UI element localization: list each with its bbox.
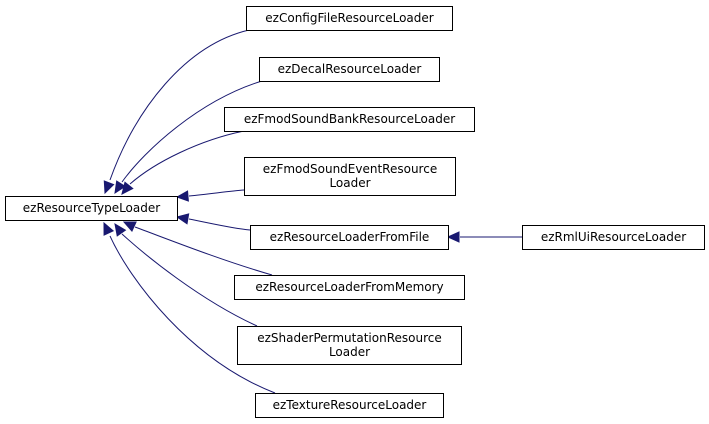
class-name-label: ezFmodSoundBankResourceLoader: [244, 112, 455, 126]
class-box: [255, 393, 444, 418]
class-node-fromfile[interactable]: ezResourceLoaderFromFile: [250, 225, 449, 250]
class-node-rmlui[interactable]: ezRmlUiResourceLoader: [522, 225, 705, 250]
inheritance-edge-rmlui-to-fromfile: [446, 231, 522, 243]
arrow-head-icon: [446, 231, 460, 243]
class-box: [522, 225, 705, 250]
class-name-label: ezDecalResourceLoader: [278, 62, 422, 76]
inheritance-edge-texture-to-base: [103, 221, 276, 394]
class-name-label: ezResourceLoaderFromFile: [270, 230, 430, 244]
arrow-head-icon: [103, 180, 115, 195]
inheritance-edge-fmodbank-to-base: [121, 130, 245, 195]
arrow-head-icon: [114, 180, 127, 195]
inheritance-edge-frommemory-to-base: [122, 221, 273, 276]
edge-line: [121, 233, 258, 327]
class-box: [250, 225, 449, 250]
class-box: [237, 326, 462, 365]
nodes-layer: ezResourceTypeLoader ezConfigFileResource…: [5, 6, 705, 418]
edge-line: [109, 235, 276, 394]
class-name-label: Loader: [329, 345, 370, 359]
class-node-texture[interactable]: ezTextureResourceLoader: [255, 393, 444, 418]
arrow-head-icon: [114, 223, 127, 237]
class-box: [259, 57, 440, 82]
class-name-label: ezFmodSoundEventResource: [263, 162, 437, 176]
inheritance-edge-fromfile-to-base: [175, 213, 251, 231]
inheritance-edge-fmodevent-to-base: [175, 189, 245, 202]
class-box: [5, 196, 178, 221]
inheritance-edge-config-to-base: [103, 29, 250, 195]
class-node-fmodbank[interactable]: ezFmodSoundBankResourceLoader: [224, 107, 475, 132]
inheritance-edge-decal-to-base: [114, 80, 263, 195]
class-box: [244, 157, 456, 196]
arrow-head-icon: [175, 190, 189, 202]
edges-layer: [103, 29, 522, 394]
class-node-frommemory[interactable]: ezResourceLoaderFromMemory: [234, 275, 465, 300]
class-node-base[interactable]: ezResourceTypeLoader: [5, 196, 178, 221]
arrow-head-icon: [175, 213, 190, 225]
class-box: [224, 107, 475, 132]
class-name-label: ezTextureResourceLoader: [273, 398, 427, 412]
edge-line: [188, 218, 251, 231]
edge-line: [121, 80, 263, 183]
edge-line: [188, 189, 245, 197]
class-name-label: ezShaderPermutationResource: [257, 331, 441, 345]
class-name-label: Loader: [329, 176, 370, 190]
edge-line: [129, 130, 245, 185]
edge-line: [109, 29, 250, 181]
class-node-config[interactable]: ezConfigFileResourceLoader: [246, 6, 453, 31]
arrow-head-icon: [121, 181, 134, 195]
class-node-decal[interactable]: ezDecalResourceLoader: [259, 57, 440, 82]
class-name-label: ezResourceTypeLoader: [23, 201, 160, 215]
class-name-label: ezConfigFileResourceLoader: [265, 11, 433, 25]
class-name-label: ezRmlUiResourceLoader: [541, 230, 686, 244]
edge-line: [134, 226, 273, 276]
inheritance-edge-shader-to-base: [114, 223, 258, 327]
class-box: [246, 6, 453, 31]
class-box: [234, 275, 465, 300]
arrow-head-icon: [122, 221, 137, 233]
arrow-head-icon: [103, 221, 115, 236]
class-name-label: ezResourceLoaderFromMemory: [255, 280, 443, 294]
